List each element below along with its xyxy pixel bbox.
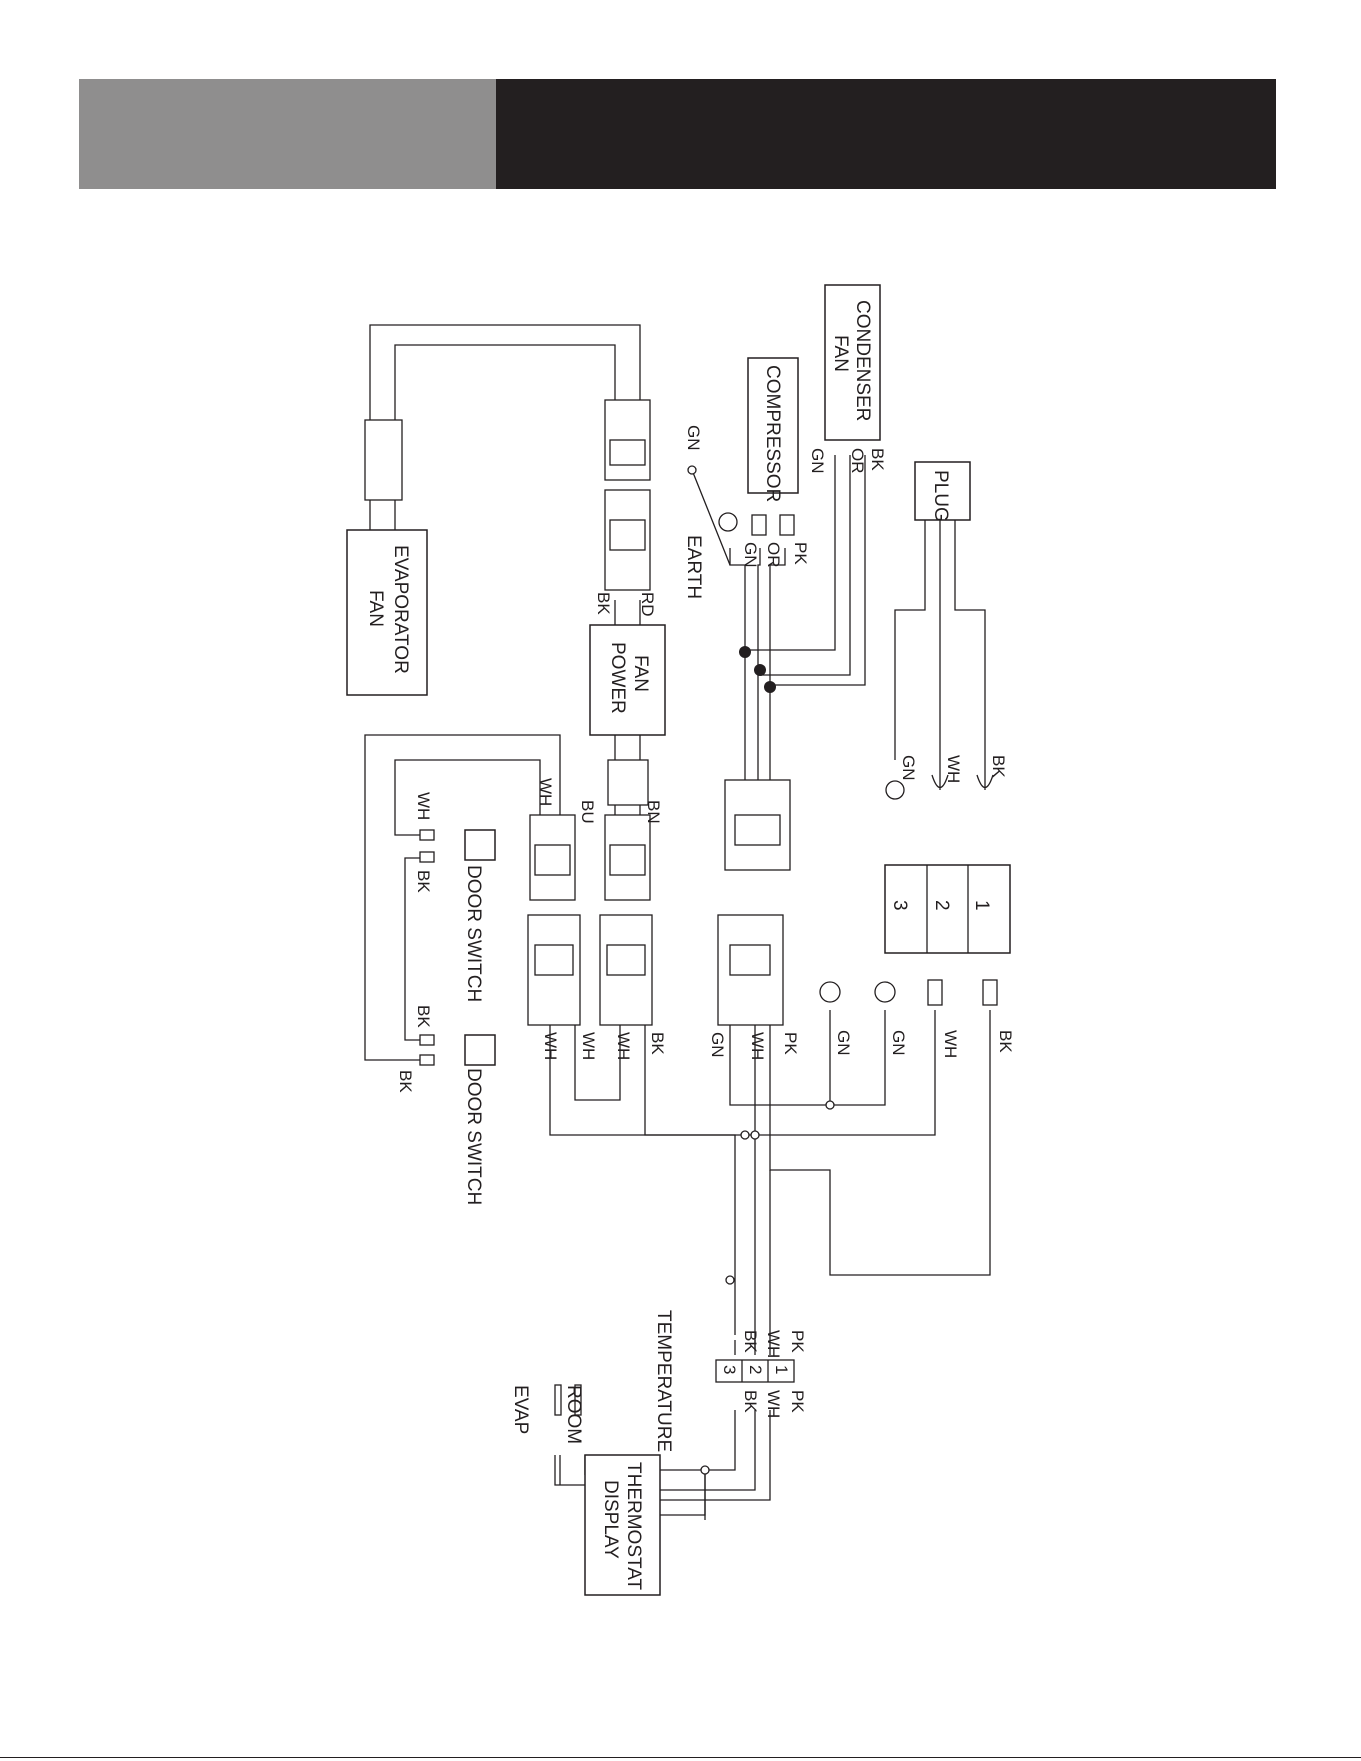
wire-label: WH <box>764 1390 783 1418</box>
connectors <box>420 400 997 1065</box>
wire-label: BK <box>414 1005 433 1028</box>
wire-label: OR <box>848 448 867 474</box>
temperature-label: TEMPERATURE <box>653 1310 674 1452</box>
wire-label: BK <box>648 1032 667 1055</box>
thermostat-label-2: DISPLAY <box>600 1480 621 1559</box>
wire-label: WH <box>614 1032 633 1060</box>
wire-label: PK <box>781 1032 800 1055</box>
terminal-block-3: 3 <box>889 900 910 911</box>
door-switch-label-1: DOOR SWITCH <box>463 865 484 1002</box>
terminal-block-2: 2 <box>931 900 952 911</box>
thermo-terminal-3: 3 <box>720 1365 739 1374</box>
wire-label: GN <box>684 425 703 451</box>
wire-label: BK <box>594 592 613 615</box>
fan-power-label-1: FAN <box>630 655 651 692</box>
wire-label: GN <box>808 448 827 474</box>
evaporator-fan-label-1: EVAPORATOR <box>390 545 411 674</box>
wire-label: RD <box>638 592 657 617</box>
wire-label: BK <box>996 1030 1015 1053</box>
wire-label: WH <box>944 755 963 783</box>
fan-power-label-2: POWER <box>607 642 628 714</box>
thermostat-display-box <box>585 1455 660 1595</box>
door-switch-label-2: DOOR SWITCH <box>463 1068 484 1205</box>
room-label: ROOM <box>563 1385 584 1444</box>
condenser-fan-label-2: FAN <box>830 335 851 372</box>
wire-label: BK <box>741 1330 760 1353</box>
wire-label: GN <box>741 542 760 568</box>
wire-label: BK <box>396 1070 415 1093</box>
thermo-terminal-2: 2 <box>746 1365 765 1374</box>
door-switch-square-2 <box>465 1035 495 1065</box>
wire-label: WH <box>414 792 433 820</box>
wire-label: BN <box>644 800 663 824</box>
compressor-label: COMPRESSOR <box>762 365 783 502</box>
wire-label: BK <box>414 870 433 893</box>
wire-label: WH <box>764 1330 783 1358</box>
thermo-terminal-1: 1 <box>772 1365 791 1374</box>
wire-label: GN <box>899 755 918 781</box>
condenser-fan-label-1: CONDENSER <box>852 300 873 421</box>
wire-label: PK <box>788 1330 807 1353</box>
terminal-block-1: 1 <box>971 900 992 911</box>
wire-label: WH <box>541 1032 560 1060</box>
evap-label: EVAP <box>510 1385 531 1434</box>
thermostat-label-1: THERMOSTAT <box>623 1462 644 1590</box>
wire-label: BU <box>578 800 597 824</box>
plug-label: PLUG <box>930 470 951 522</box>
wire-label: BK <box>741 1390 760 1413</box>
earth-label: EARTH <box>683 535 704 599</box>
component-boxes <box>347 285 1010 1595</box>
wire-label: BK <box>989 755 1008 778</box>
wire-label: GN <box>889 1030 908 1056</box>
door-switch-square-1 <box>465 830 495 860</box>
wire-label: OR <box>764 542 783 568</box>
evaporator-fan-label-2: FAN <box>365 590 386 627</box>
wire-label: PK <box>788 1390 807 1413</box>
wire-label: GN <box>834 1030 853 1056</box>
wire-label: WH <box>748 1032 767 1060</box>
wire-label: GN <box>708 1032 727 1058</box>
wire-label: WH <box>941 1030 960 1058</box>
evaporator-fan-box <box>347 530 427 695</box>
wire-label: WH <box>579 1032 598 1060</box>
wire-label: WH <box>536 778 555 806</box>
wire-label: PK <box>791 542 810 565</box>
wire-label: BK <box>868 448 887 471</box>
